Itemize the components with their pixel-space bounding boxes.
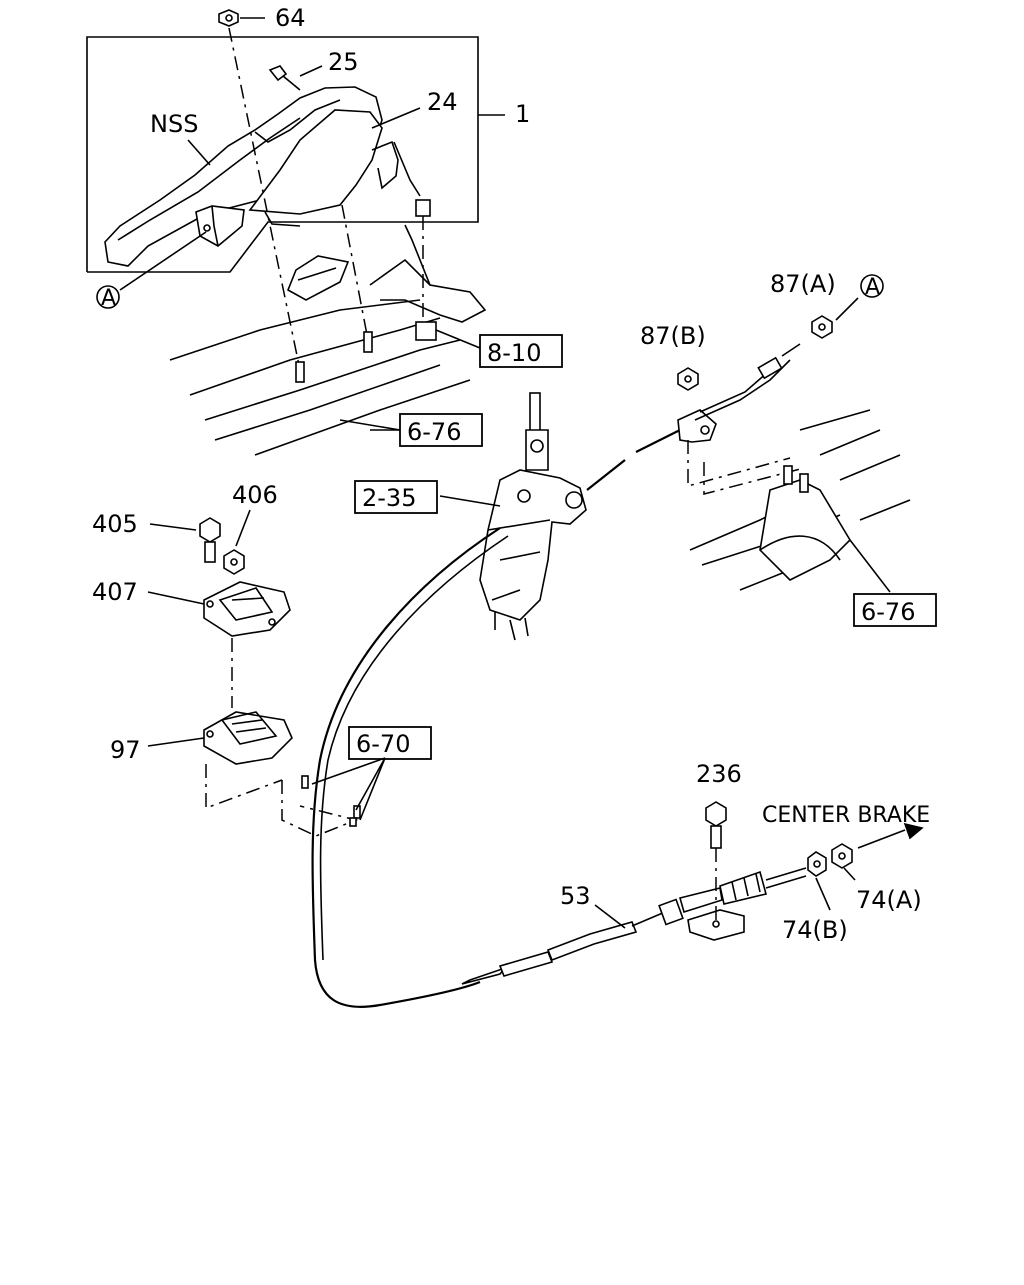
- label-87b: 87(B): [640, 322, 706, 350]
- ref-6-70: 6-70: [356, 730, 410, 758]
- ref-box-6-76-right: [853, 593, 937, 627]
- brake-cable-53: [311, 527, 924, 1008]
- lever-bracket-2-35: [439, 392, 587, 641]
- floor-plate-hardware: [147, 509, 386, 837]
- label-25: 25: [328, 48, 359, 76]
- label-74a: 74(A): [856, 886, 922, 914]
- ref-8-10: 8-10: [487, 339, 541, 367]
- label-1: 1: [515, 100, 530, 128]
- lever-mounting-centerlines: [228, 27, 424, 371]
- ref-a-right-circle: [860, 274, 884, 298]
- ref-a-right: A: [865, 275, 880, 300]
- label-407: 407: [92, 578, 138, 606]
- label-64: 64: [275, 4, 306, 32]
- floor-panel-right: [689, 409, 911, 593]
- floor-panel-upper: [169, 224, 487, 456]
- label-87a: 87(A): [770, 270, 836, 298]
- ref-box-6-70: [348, 726, 432, 760]
- part-labels: 64 25 24 1 NSS A 87(A) A 87(B) 8-10 6-76…: [92, 4, 930, 944]
- label-236: 236: [696, 760, 742, 788]
- ref-box-2-35: [354, 480, 438, 514]
- label-nss: NSS: [150, 110, 198, 138]
- label-405: 405: [92, 510, 138, 538]
- ref-2-35: 2-35: [362, 484, 416, 512]
- label-97: 97: [110, 736, 141, 764]
- ref-box-8-10: [479, 334, 563, 368]
- label-center-brake: CENTER BRAKE: [762, 803, 930, 828]
- label-53: 53: [560, 882, 591, 910]
- label-24: 24: [427, 88, 458, 116]
- ref-6-76-right: 6-76: [861, 598, 915, 626]
- ref-a-left-circle: [96, 285, 120, 309]
- label-406: 406: [232, 481, 278, 509]
- lever-assembly-callout: [86, 9, 505, 291]
- ref-6-76-top: 6-76: [407, 418, 461, 446]
- ref-a-left: A: [101, 286, 116, 311]
- label-74b: 74(B): [782, 916, 848, 944]
- ref-box-6-76-top: [399, 413, 483, 447]
- cable-adjuster-assembly: [586, 297, 859, 495]
